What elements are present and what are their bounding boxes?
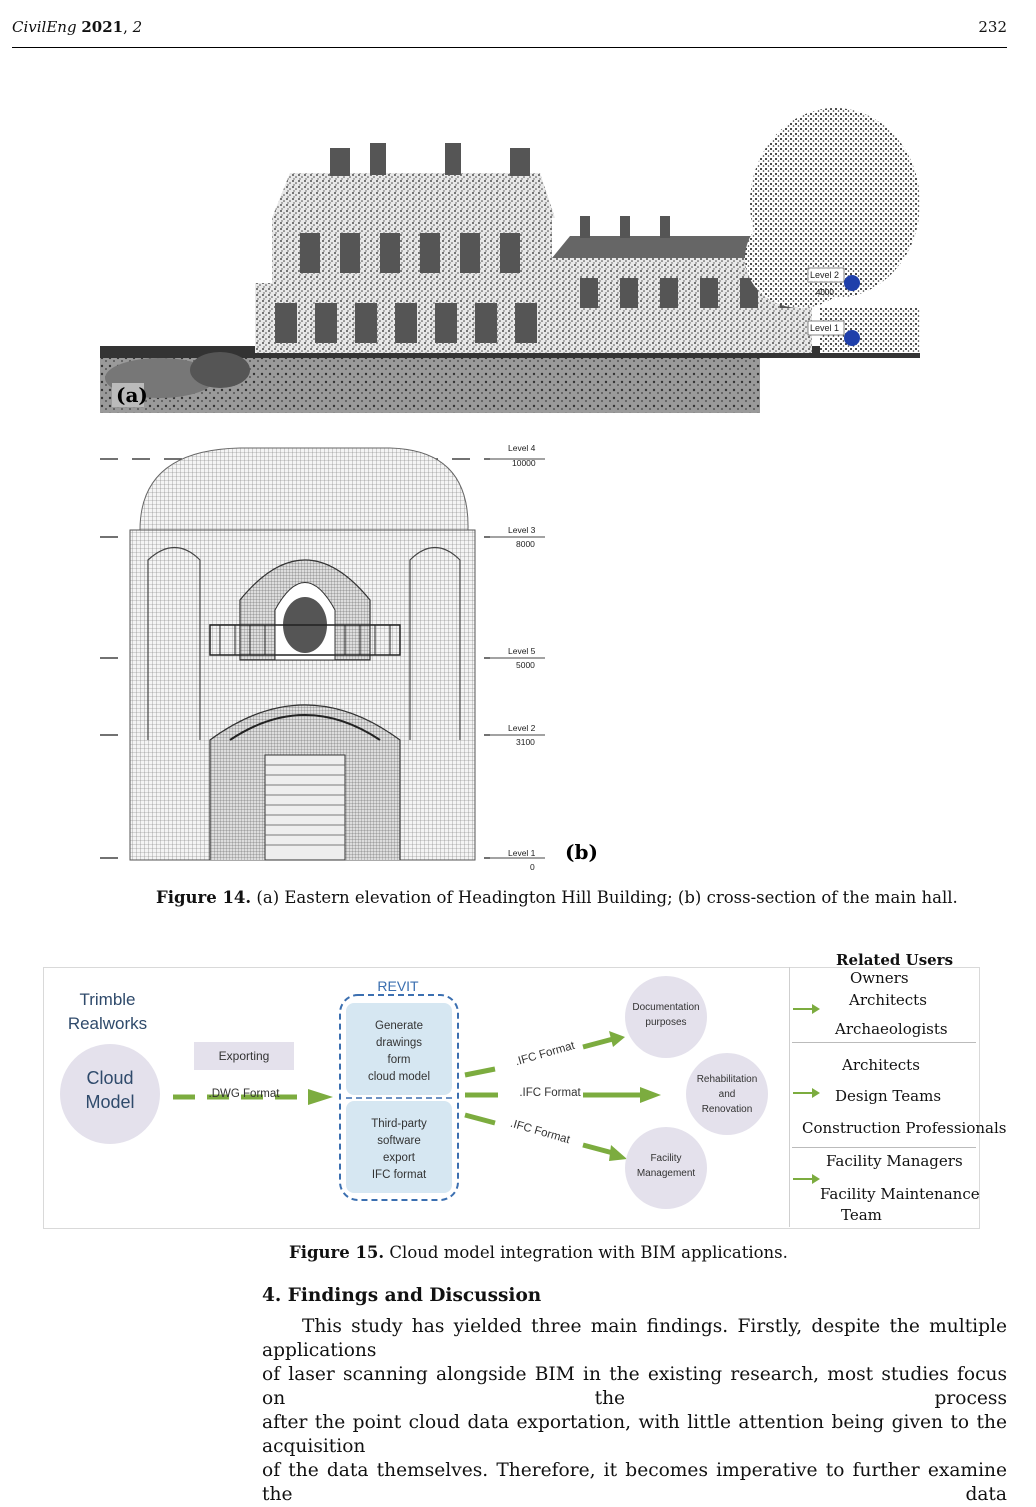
header-rule [12, 47, 1007, 48]
level-marker-icon [844, 330, 860, 346]
section-level2-label: Level 2 [508, 723, 536, 733]
users-divider-2 [792, 1147, 976, 1148]
related-users-title: Related Users [836, 951, 954, 969]
users-divider-1 [792, 1042, 976, 1043]
figure15-caption-label: Figure 15. [289, 1243, 385, 1262]
figure15-caption: Figure 15. Cloud model integration with … [289, 1243, 788, 1262]
section-level4-value: 10000 [512, 458, 536, 468]
user-archaeologists: Archaeologists [835, 1020, 948, 1038]
figure14b-section-image: Level 4 10000 Level 3 8000 Level 5 5000 … [100, 443, 598, 872]
figure14-caption: Figure 14. (a) Eastern elevation of Head… [156, 888, 958, 907]
section-level5-label: Level 5 [508, 646, 536, 656]
dwg-format-label: .DWG Format [208, 1088, 280, 1100]
facility-circle: Facility Management [625, 1127, 707, 1209]
figure15-arrows [173, 994, 661, 1201]
user-design-teams: Design Teams [835, 1087, 942, 1105]
section-paragraph: This study has yielded three main findin… [262, 1315, 1007, 1507]
exporting-box: Exporting [194, 1042, 294, 1070]
section-level4-label: Level 4 [508, 443, 536, 453]
elevation-level1-label: Level 1 [810, 323, 839, 333]
trimble-title-line2: Realworks [67, 1014, 148, 1033]
trimble-title-line1: Trimble [79, 990, 136, 1009]
paragraph-line-3: after the point cloud data exportation, … [262, 1412, 1007, 1457]
user-construction-professionals: Construction Professionals [802, 1119, 1007, 1137]
section-level3-label: Level 3 [508, 525, 536, 535]
user-team: Team [841, 1206, 882, 1224]
figure14b-label: (b) [565, 840, 598, 864]
documentation-circle: Documentation purposes [625, 976, 707, 1058]
section-level3-value: 8000 [516, 539, 535, 549]
ifc-format-label-mid: .IFC Format [519, 1087, 581, 1099]
figure14a-elevation-image: Level 2 4000 Level 1 (a) [100, 108, 920, 413]
running-header-journal: CivilEng 2021, 2 [12, 18, 143, 36]
trimble-title: Trimble Realworks [55, 988, 160, 1036]
user-architects-2: Architects [842, 1056, 920, 1074]
revit-generate-drawings: Generate drawings form cloud model [367, 1020, 430, 1083]
journal-name: CivilEng [12, 18, 77, 36]
user-architects-1: Architects [849, 991, 927, 1009]
user-facility-maintenance: Facility Maintenance [820, 1185, 980, 1203]
cloud-model-line1: Cloud [86, 1068, 134, 1088]
revit-title: REVIT [377, 978, 419, 994]
page-number: 232 [978, 18, 1007, 36]
journal-volume: 2 [132, 18, 143, 36]
related-users-panel-border [789, 967, 790, 1227]
cloud-model-line2: Model [85, 1092, 135, 1112]
revit-third-party-export: Third-party software export IFC format [371, 1118, 427, 1181]
user-owners: Owners [850, 969, 909, 987]
figure14-caption-label: Figure 14. [156, 888, 252, 907]
section-heading: 4. Findings and Discussion [262, 1285, 542, 1306]
section-level5-value: 5000 [516, 660, 535, 670]
level-marker-icon [844, 275, 860, 291]
journal-year: 2021 [81, 18, 124, 36]
figure15-caption-text: Cloud model integration with BIM applica… [389, 1243, 788, 1262]
figure15-diagram [43, 967, 980, 1229]
elevation-level2-label: Level 2 [810, 270, 839, 280]
section-level1-label: Level 1 [508, 848, 536, 858]
rehabilitation-circle: Rehabilitation and Renovation [686, 1053, 768, 1135]
user-facility-managers: Facility Managers [826, 1152, 963, 1170]
users-arrows [793, 1004, 820, 1184]
section-level1-value: 0 [530, 862, 535, 872]
figure14-caption-text: (a) Eastern elevation of Headington Hill… [256, 888, 958, 907]
paragraph-line-1: This study has yielded three main findin… [262, 1316, 1007, 1361]
section-level2-value: 3100 [516, 737, 535, 747]
paragraph-line-4: of the data themselves. Therefore, it be… [262, 1460, 1007, 1505]
cloud-model-circle: Cloud Model [60, 1044, 160, 1144]
paragraph-line-2: of laser scanning alongside BIM in the e… [262, 1364, 1007, 1409]
figure14a-label: (a) [116, 383, 148, 407]
elevation-level2-value: 4000 [816, 288, 834, 297]
